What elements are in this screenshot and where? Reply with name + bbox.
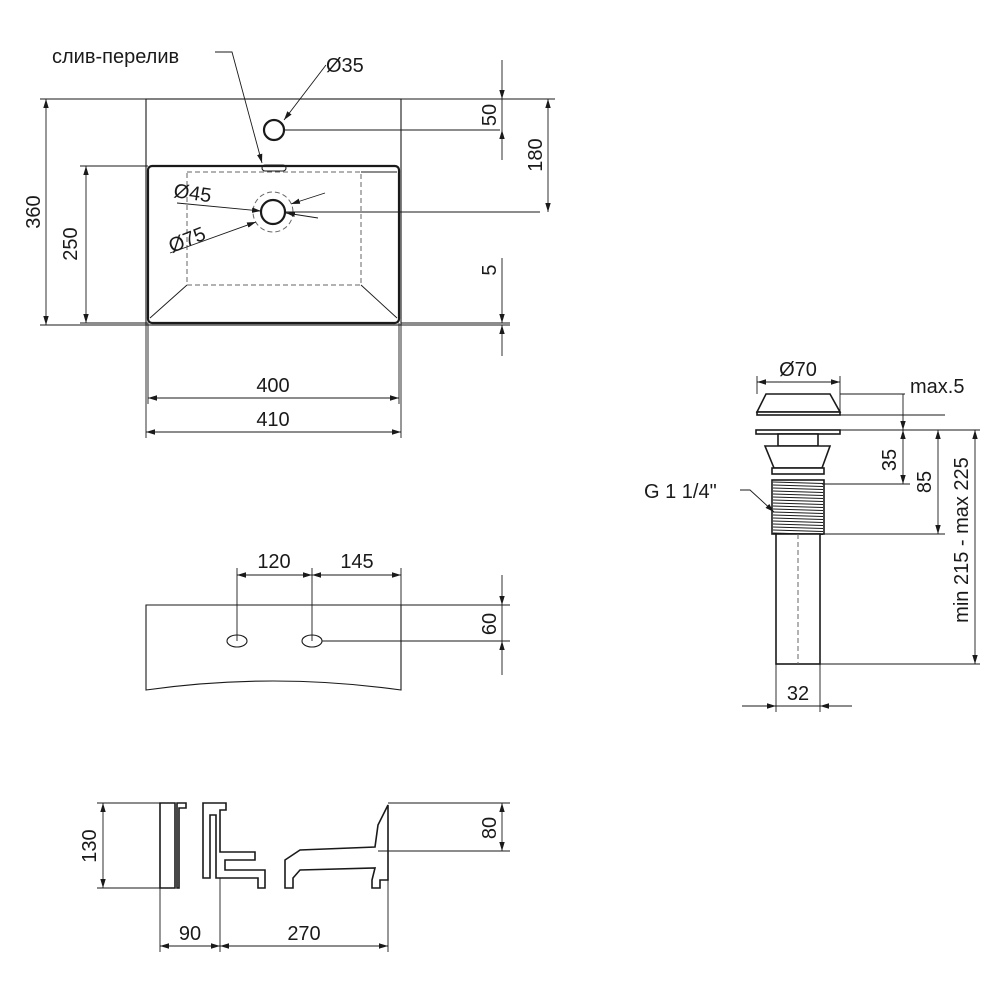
dim-total-height-label: 130 xyxy=(79,829,101,862)
valve-cap xyxy=(755,393,842,413)
valve-neck xyxy=(777,433,819,447)
thread-line xyxy=(772,490,824,493)
thread-line xyxy=(772,493,824,496)
dim-hole-height-label: 60 xyxy=(479,613,501,635)
dim-body-label: 35 xyxy=(879,449,901,471)
overflow-label: слив-перелив xyxy=(52,46,179,68)
valve-nut xyxy=(771,467,825,475)
bevel-line xyxy=(149,284,188,319)
drain-outer-leader xyxy=(290,192,326,205)
thread-label: G 1 1/4" xyxy=(644,481,717,503)
thread-line xyxy=(772,508,824,511)
thread-line xyxy=(772,514,824,517)
dim-left-hole-label: 120 xyxy=(257,551,290,573)
overflow-leader xyxy=(215,51,263,164)
thread-line xyxy=(772,523,824,526)
thread-line xyxy=(772,517,824,520)
section-tap-body xyxy=(202,802,266,889)
drain-outer-diameter-label: Ø75 xyxy=(166,223,209,258)
drain-inner-diameter-label: Ø45 xyxy=(172,180,213,207)
thread-line xyxy=(772,484,824,487)
dim-drain-offset-label: 180 xyxy=(525,138,547,171)
thread-line xyxy=(772,520,824,523)
dim-cap-diameter-label: Ø70 xyxy=(779,359,817,381)
tap-diameter-label: Ø35 xyxy=(326,55,364,77)
section-view: 130 80 90 270 xyxy=(79,802,510,952)
dim-overall-depth-label: 360 xyxy=(23,195,45,228)
front-view: 120 145 60 xyxy=(145,551,510,691)
tap-hole xyxy=(262,118,286,142)
thread-line xyxy=(772,499,824,502)
valve-body xyxy=(763,445,832,469)
drain-inner-leader xyxy=(285,211,319,219)
thread-line xyxy=(772,529,824,532)
valve-cap-base xyxy=(756,411,841,416)
dim-bowl-height-label: 80 xyxy=(479,817,501,839)
dim-wall-label: 90 xyxy=(179,923,201,945)
overflow-slot xyxy=(261,164,287,172)
dim-overall-width-label: 410 xyxy=(256,409,289,431)
dim-rim-label: 5 xyxy=(479,264,501,275)
dim-thread-length-label: 85 xyxy=(914,471,936,493)
section-bowl-floor xyxy=(284,804,389,889)
bowl-rim xyxy=(146,164,401,325)
dim-inner-width-label: 270 xyxy=(287,923,320,945)
thread-line xyxy=(772,505,824,508)
dim-right-hole-label: 145 xyxy=(340,551,373,573)
top-view: слив-перелив Ø35 Ø45 Ø75 360 250 50 xyxy=(23,46,555,438)
section-left-wall xyxy=(159,802,176,889)
dim-bowl-width-label: 400 xyxy=(256,375,289,397)
bowl-bottom xyxy=(186,171,362,286)
drain-inner-leader xyxy=(176,202,262,213)
dim-tap-offset-label: 50 xyxy=(479,104,501,126)
dim-pipe-diameter-label: 32 xyxy=(787,683,809,705)
tap-diameter-leader xyxy=(283,64,327,121)
thread-line xyxy=(772,496,824,499)
thread-leader xyxy=(740,489,775,513)
dim-length-range-label: min 215 - max 225 xyxy=(951,457,973,623)
thread-line xyxy=(772,511,824,514)
drain-valve: Ø70 max.5 35 85 min 215 - max 225 G 1 1/… xyxy=(644,359,980,712)
drain-hole xyxy=(259,198,287,226)
dim-bowl-depth-label: 250 xyxy=(60,227,82,260)
bevel-line xyxy=(360,284,398,319)
drain-outer-leader xyxy=(169,221,257,254)
thread-line xyxy=(772,481,824,484)
thread-line xyxy=(772,526,824,529)
valve-thread-lines xyxy=(772,481,824,535)
dim-cap-max-label: max.5 xyxy=(910,376,964,398)
section-left-lip xyxy=(176,802,187,889)
thread-line xyxy=(772,502,824,505)
front-outline xyxy=(145,604,402,691)
thread-line xyxy=(772,487,824,490)
